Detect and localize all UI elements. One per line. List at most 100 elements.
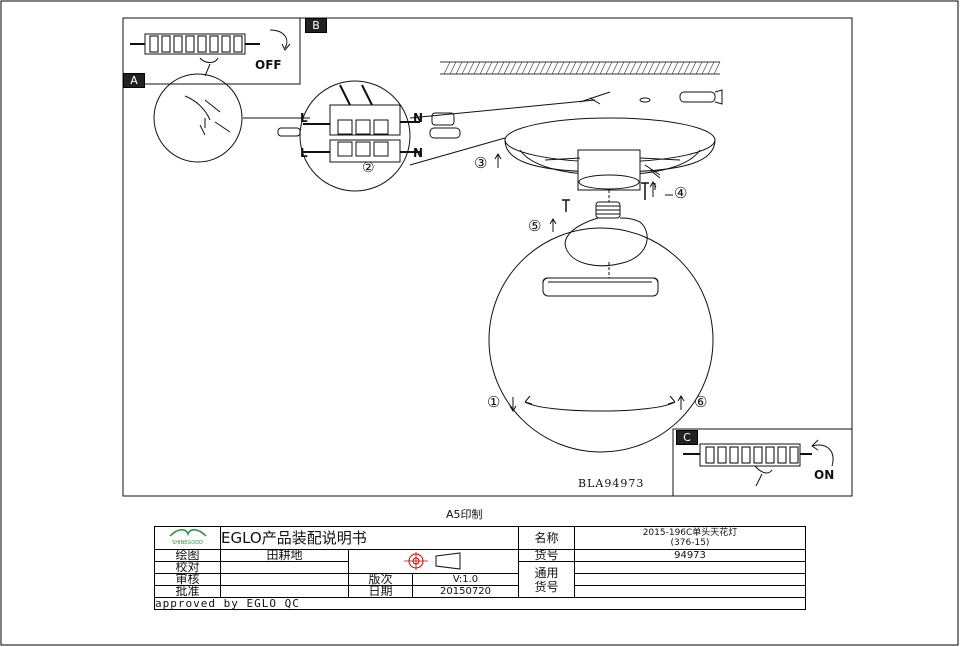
name-value-cell: 2015-196C单头天花灯 (376-15) [574,526,806,550]
third-angle-projection-icon [403,551,460,570]
logo-text: SHINEGOOD [172,539,203,546]
hatch-line [485,61,493,75]
document-title: EGLO产品装配说明书 [220,526,519,550]
date-label: 日期 [348,585,413,598]
panel-a-tag: A [123,73,145,88]
terminal-block-on [683,439,834,487]
name-value-line2: (376-15) [670,538,710,548]
wire-l-bottom: L [300,146,308,160]
drawn-value: 田耕地 [220,549,349,562]
hatch-line [509,61,517,75]
date-value: 20150720 [412,585,519,598]
hatch-line [461,61,469,75]
hatch-line [545,61,553,75]
hatch-line [569,61,577,75]
name-value-line1: 2015-196C单头天花灯 [642,528,738,538]
step-1-marker: ① [487,393,501,411]
hatch-line [629,61,637,75]
hatch-line [701,61,709,75]
wire-l-top: L [300,111,308,125]
hatch-line [665,61,673,75]
drawn-label: 绘图 [154,549,221,562]
general-item-label: 通用 货号 [518,561,575,598]
check-value [220,561,349,574]
light-bulb [564,201,648,267]
terminal-connector [277,84,461,163]
hatch-line [611,61,619,75]
ceiling-hatch [440,61,720,75]
general-value-3 [574,585,806,598]
terminal-block-off [130,29,291,77]
off-label: OFF [255,58,282,72]
approve-value [220,585,349,598]
hatch-line [593,61,601,75]
hatch-line [587,61,595,75]
hatch-line [515,61,523,75]
hatch-line [575,61,583,75]
step-4-marker: ④ [674,184,688,202]
hatch-line [503,61,511,75]
hatch-line [497,61,505,75]
general-value-1 [574,561,806,574]
general-value-2 [574,573,806,586]
logo-cell: SHINEGOOD [154,526,221,550]
hatch-line [455,61,463,75]
hatch-line [479,61,487,75]
hatch-line [695,61,703,75]
hatch-line [581,61,589,75]
version-label: 版次 [348,573,413,586]
hatch-line [653,61,661,75]
hand-detail-bubble [153,73,243,163]
print-size-note: A5印制 [446,508,483,521]
wire-n-top: N [413,111,424,125]
hatch-line [683,61,691,75]
glass-globe [488,227,714,453]
ceiling-canopy [504,117,716,191]
hatch-line [641,61,649,75]
hatch-line [449,61,457,75]
panel-c-tag: C [676,430,698,445]
hatch-line [647,61,655,75]
hatch-line [443,61,451,75]
hatch-line [599,61,607,75]
hatch-line [689,61,697,75]
diagram-frame [122,17,853,497]
title-block: SHINEGOOD EGLO产品装配说明书 名称 2015-196C单头天花灯 … [154,526,806,610]
on-label: ON [814,468,835,482]
step-5-marker: ⑤ [528,217,542,235]
hatch-line [659,61,667,75]
hatch-line [473,61,481,75]
step-6-marker: ⑥ [694,393,708,411]
step-2-marker: ② [362,160,375,176]
hatch-line [677,61,685,75]
hatch-line [539,61,547,75]
approved-by-note: approved by EGLO QC [154,597,806,610]
hatch-line [527,61,535,75]
panel-c-frame [672,428,853,497]
hatch-line [605,61,613,75]
panel-b-frame [122,17,301,85]
review-value [220,573,349,586]
check-label: 校对 [154,561,221,574]
hatch-line [521,61,529,75]
hatch-line [671,61,679,75]
step-3-marker: ③ [474,154,488,172]
hatch-line [491,61,499,75]
approve-label: 批准 [154,585,221,598]
hatch-line [635,61,643,75]
hatch-line [557,61,565,75]
hatch-line [533,61,541,75]
general-label-line2: 货号 [534,579,559,594]
item-no-label: 货号 [518,549,575,562]
hatch-line [617,61,625,75]
name-label: 名称 [518,526,575,550]
hatch-line [467,61,475,75]
item-no-value: 94973 [574,549,806,562]
projection-symbol-cell [348,549,519,574]
hatch-line [563,61,571,75]
hatch-line [707,61,715,75]
model-code: BLA94973 [578,477,645,490]
hatch-line [551,61,559,75]
